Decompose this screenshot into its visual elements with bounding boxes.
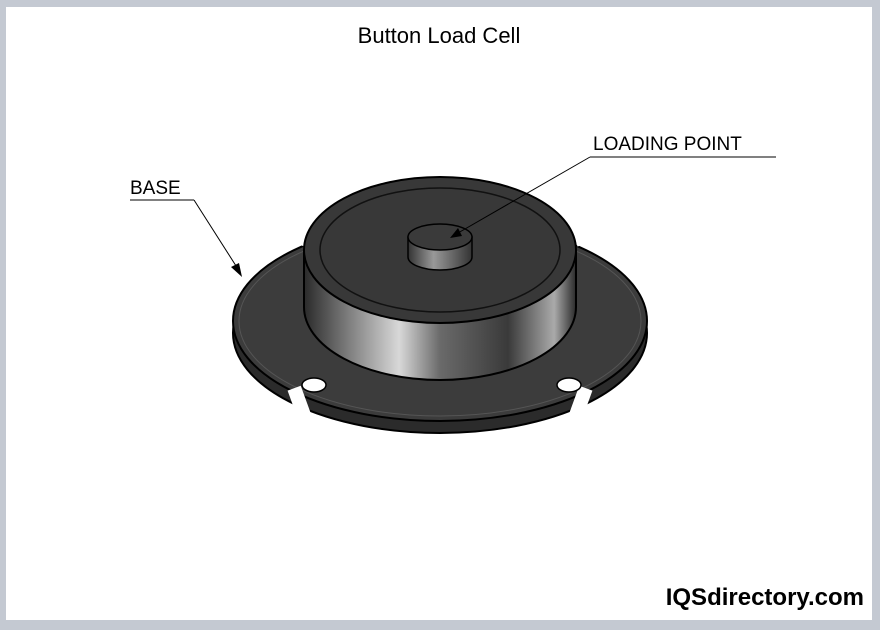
load-cell-illustration: [130, 156, 776, 434]
base-label: BASE: [130, 178, 181, 199]
watermark: IQSdirectory.com: [665, 584, 864, 611]
loading-point-label: LOADING POINT: [593, 134, 742, 155]
loading-point-leader-line: [450, 156, 776, 238]
diagram-title: Button Load Cell: [357, 23, 521, 48]
diagram-panel: Button Load Cell BASE LOADING POINT IQSd…: [6, 7, 872, 620]
cylinder-body: [303, 176, 577, 381]
base-leader-line: [130, 199, 242, 277]
